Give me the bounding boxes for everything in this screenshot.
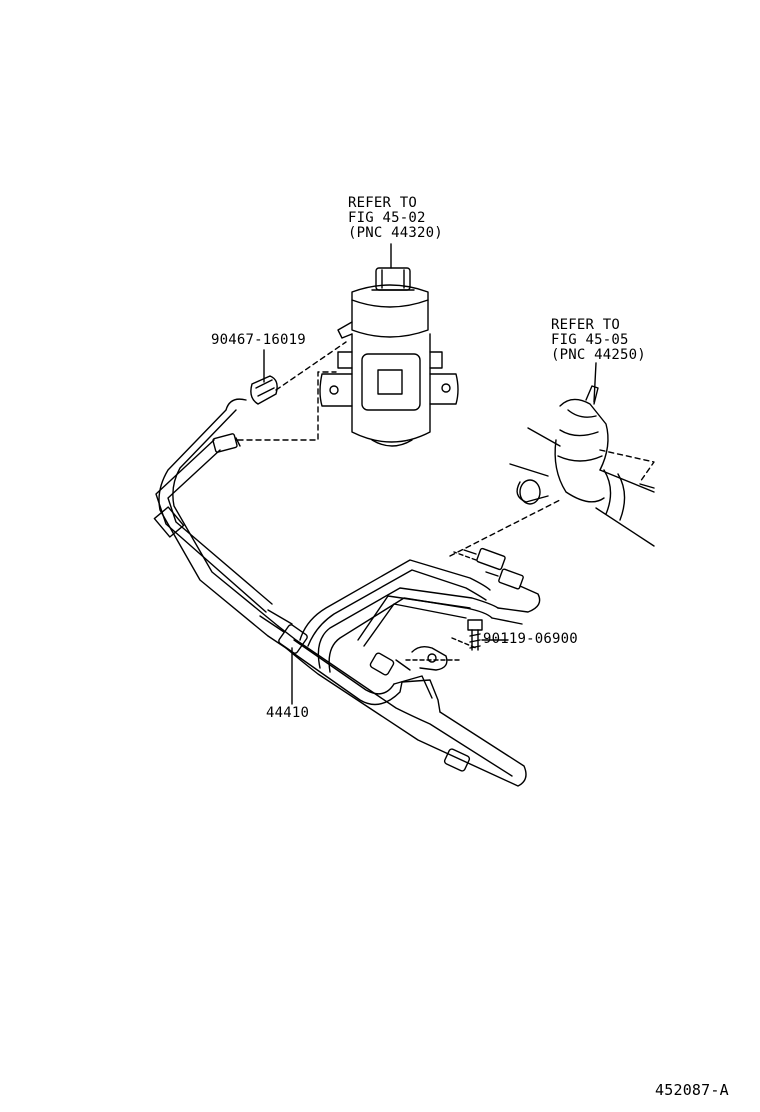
figure-number: 452087-A bbox=[655, 1081, 729, 1099]
reference-note-line3: (PNC 44320) bbox=[348, 225, 443, 241]
hose-end-fitting bbox=[213, 433, 240, 452]
reference-note-line2: FIG 45-02 bbox=[348, 210, 426, 226]
part-number-hose: 44410 bbox=[266, 705, 310, 721]
leader-lines bbox=[264, 244, 596, 704]
reference-note-line3: (PNC 44250) bbox=[551, 347, 646, 363]
bolt bbox=[468, 620, 482, 650]
pressure-return-hose-assembly bbox=[154, 399, 560, 786]
part-number-clamp: 90467-16019 bbox=[211, 332, 306, 348]
reference-note-line1: REFER TO bbox=[551, 317, 621, 333]
steering-gear bbox=[510, 386, 654, 546]
part-number-bolt: 90119-06900 bbox=[483, 631, 578, 647]
reference-note-line2: FIG 45-05 bbox=[551, 332, 629, 348]
reference-note-line1: REFER TO bbox=[348, 195, 418, 211]
power-steering-pump bbox=[320, 268, 458, 446]
hose-clamp bbox=[251, 376, 277, 404]
dashed-reference-lines bbox=[238, 342, 346, 440]
